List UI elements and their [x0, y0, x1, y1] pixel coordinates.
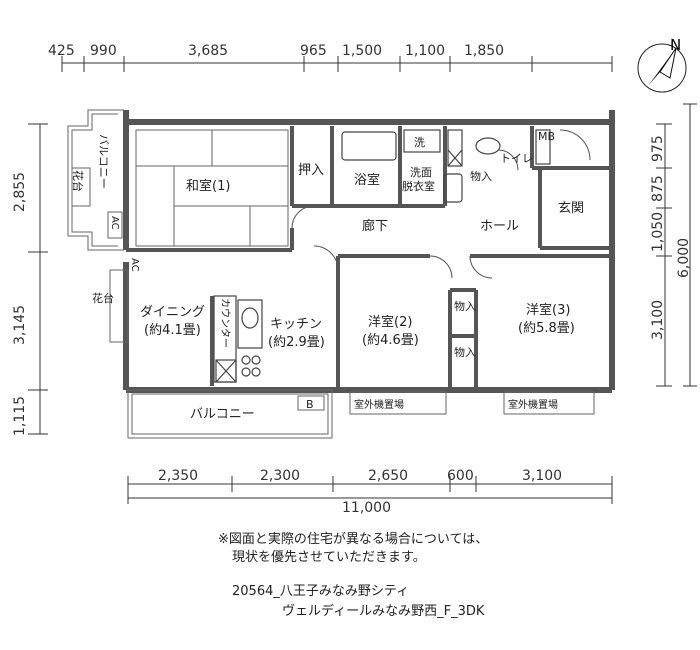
left-dim-2: 3,145 [12, 305, 28, 345]
compass: N [637, 36, 687, 93]
label-kadan-left: 花台 [71, 170, 85, 192]
label-hall: ホール [480, 219, 519, 234]
label-b: B [306, 398, 314, 411]
label-kitchen-1: キッチン [270, 317, 322, 332]
label-toilet: トイレ [500, 152, 533, 165]
bottom-dim-5: 3,100 [522, 468, 562, 484]
top-dim-7: 1,850 [464, 43, 504, 59]
label-youshitsu2-1: 洋室(2) [368, 314, 412, 330]
right-dim-1: 975 [650, 135, 666, 162]
label-genkan: 玄関 [558, 201, 584, 216]
top-dim-2: 990 [90, 43, 117, 59]
top-dimension-labels: 425 990 3,685 965 1,500 1,100 1,850 [48, 43, 504, 59]
label-monoire-mid2: 物入 [454, 345, 476, 359]
label-shitsugai-1: 室外機置場 [354, 398, 404, 411]
disclaimer-line-2: 現状を優先させていただきます。 [232, 550, 426, 565]
balcony-left-area [67, 109, 124, 251]
label-youshitsu3-2: (約5.8畳) [518, 321, 575, 336]
label-monoire-top: 物入 [470, 169, 492, 183]
door-arcs [291, 129, 591, 279]
label-dining-1: ダイニング [140, 305, 205, 320]
property-name-line-2: ヴェルディールみなみ野西_F_3DK [282, 604, 485, 619]
kitchen-fixtures [213, 295, 263, 383]
label-ac-2: AC [129, 258, 140, 272]
label-balcony-left: バルコニー [97, 134, 110, 189]
top-dim-6: 1,100 [405, 43, 445, 59]
compass-north-label: N [670, 36, 681, 54]
label-dining-2: (約4.1畳) [144, 323, 201, 338]
bottom-dim-3: 2,650 [368, 468, 408, 484]
label-rouka: 廊下 [362, 218, 388, 234]
kadan-left-rect [109, 269, 129, 343]
bottom-dimension-line [127, 476, 613, 504]
label-ac-1: AC [109, 216, 120, 230]
left-dim-3: 1,115 [12, 396, 28, 436]
top-dim-3: 3,685 [188, 43, 228, 59]
bottom-dim-1: 2,350 [158, 468, 198, 484]
right-dim-total: 6,000 [676, 238, 692, 278]
bottom-dim-total: 11,000 [342, 500, 391, 516]
label-washitsu: 和室(1) [186, 178, 230, 194]
disclaimer-line-1: ※図面と実際の住宅が異なる場合については、 [218, 532, 489, 547]
label-kadan-mid: 花台 [92, 291, 114, 305]
balcony-bottom-area [127, 389, 595, 439]
right-dimension-lines [656, 103, 697, 387]
top-dim-5: 1,500 [342, 43, 382, 59]
label-youshitsu3-1: 洋室(3) [526, 302, 570, 318]
label-monoire-mid1: 物入 [454, 299, 476, 313]
label-shitsugai-2: 室外機置場 [508, 398, 558, 411]
label-mb: MB [538, 130, 555, 143]
walls [123, 110, 615, 393]
right-dim-2: 875 [650, 175, 666, 202]
label-counter: カウンター [219, 298, 231, 348]
bottom-dim-4: 600 [447, 468, 474, 484]
property-name-line-1: 20564_八王子みなみ野シティ [232, 584, 410, 599]
top-dimension-line [61, 56, 613, 72]
label-senmen-2: 脱衣室 [402, 179, 435, 193]
label-oshiire: 押入 [298, 163, 324, 178]
bottom-dim-2: 2,300 [260, 468, 300, 484]
left-dim-1: 2,855 [12, 172, 28, 212]
top-dim-4: 965 [300, 43, 327, 59]
right-dim-3: 1,050 [650, 212, 666, 252]
label-sen: 洗 [414, 136, 425, 149]
label-kitchen-2: (約2.9畳) [268, 335, 325, 350]
interior-walls [126, 126, 612, 390]
bath-fixtures [341, 129, 551, 203]
left-dimension-line [28, 123, 48, 435]
label-senmen-1: 洗面 [410, 166, 432, 179]
top-dim-1: 425 [48, 43, 75, 59]
tatami-lines [135, 129, 289, 247]
right-dim-4: 3,100 [650, 300, 666, 340]
label-balcony-bottom: バルコニー [190, 407, 255, 422]
label-yokushitsu: 浴室 [354, 172, 380, 188]
label-youshitsu2-2: (約4.6畳) [362, 333, 419, 348]
